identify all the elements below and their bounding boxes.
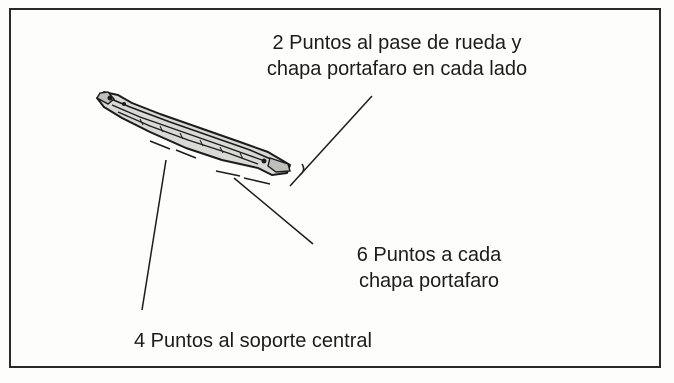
weld-mark-headlamp-2 — [243, 177, 271, 185]
callout-wheel-arch: 2 Puntos al pase de rueda y chapa portaf… — [226, 30, 568, 82]
mount-hole-left — [107, 95, 113, 101]
callout-wheel-arch-line2: chapa portafaro en cada lado — [266, 58, 528, 80]
crossmember-channel-rail-b — [117, 111, 259, 165]
crossmember-right-end — [267, 157, 291, 173]
crossmember-channel-hatch — [139, 118, 244, 160]
weld-mark-headlamp-1 — [215, 170, 241, 177]
callout-central-support: 4 Puntos al soporte central — [134, 328, 372, 354]
mount-hole-right — [261, 158, 267, 164]
front-crossmember-part — [96, 91, 291, 176]
diagram-frame — [9, 8, 661, 368]
leader-lines — [141, 95, 373, 311]
weld-mark-central-2 — [175, 149, 197, 159]
mount-hole-left-2 — [122, 102, 126, 106]
callout-headlamp-panel: 6 Puntos a cada chapa portafaro — [322, 242, 536, 294]
callout-wheel-arch-line1: 2 Puntos al pase de rueda y — [272, 32, 522, 54]
crossmember-left-end — [96, 91, 115, 105]
crossmember-upper-flange — [103, 95, 283, 165]
weld-mark-central-1 — [149, 140, 171, 150]
callout-headlamp-panel-line1: 6 Puntos a cada — [356, 244, 502, 266]
leader-line-central — [141, 159, 167, 311]
leader-line-headlamp — [233, 177, 314, 245]
callout-central-support-line1: 4 Puntos al soporte central — [134, 330, 372, 352]
callout-headlamp-panel-line2: chapa portafaro — [358, 270, 500, 292]
leader-line-wheel-arch — [289, 95, 373, 187]
crossmember-channel-rail-a — [111, 104, 263, 161]
